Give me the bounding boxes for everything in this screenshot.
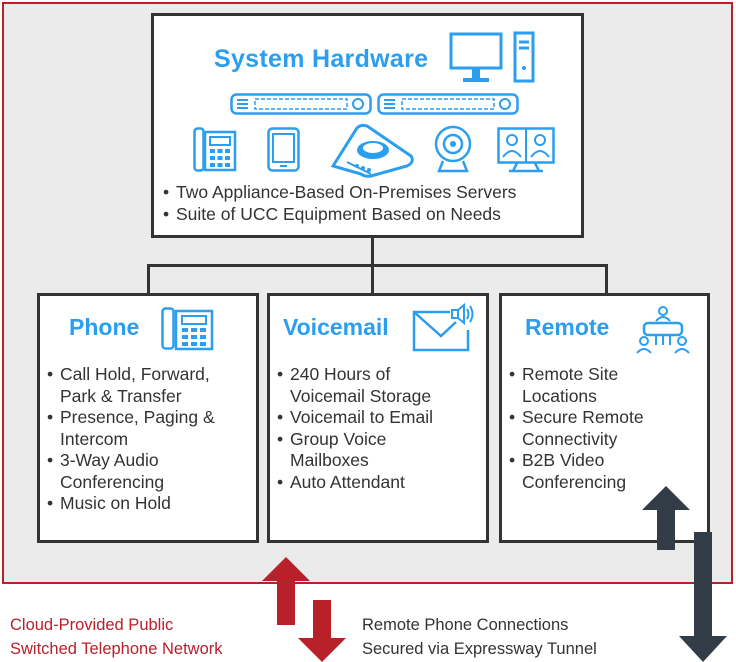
- list-item: Call Hold, Forward,Park & Transfer: [47, 364, 257, 407]
- phone-panel: Phone Call Hold, Forward,Park & Transfer…: [37, 293, 259, 543]
- monitor-icon: [449, 32, 503, 82]
- pstn-caption: Cloud-Provided Public Switched Telephone…: [10, 616, 223, 658]
- remote-connections-caption: Remote Phone Connections Secured via Exp…: [362, 616, 597, 658]
- remote-title: Remote: [525, 314, 610, 340]
- desk-phone-icon: [193, 127, 237, 172]
- list-item: Presence, Paging &Intercom: [47, 407, 257, 450]
- pstn-up-arrow: [262, 557, 310, 625]
- tunnel-up-arrow: [642, 486, 690, 550]
- list-item: Auto Attendant: [277, 472, 487, 494]
- list-item: Voicemail to Email: [277, 407, 487, 429]
- voicemail-envelope-icon: [412, 302, 474, 352]
- video-conference-icon: [497, 127, 555, 173]
- connector-voicemail: [371, 264, 374, 294]
- tunnel-down-arrow: [679, 532, 727, 662]
- connector-phone: [147, 264, 150, 294]
- list-item: Music on Hold: [47, 493, 257, 515]
- server-icon: [230, 93, 372, 115]
- system-hardware-bullets: Two Appliance-Based On-Premises Servers …: [163, 182, 516, 225]
- remote-users-icon: [636, 306, 690, 354]
- tower-icon: [513, 31, 535, 83]
- phone-bullets: Call Hold, Forward,Park & Transfer Prese…: [47, 364, 257, 515]
- pstn-down-arrow: [298, 600, 346, 662]
- server-icon: [377, 93, 519, 115]
- webcam-icon: [434, 125, 472, 173]
- phone-title: Phone: [69, 314, 140, 340]
- system-hardware-title: System Hardware: [214, 45, 429, 73]
- desk-phone-icon: [161, 307, 214, 351]
- list-item: Two Appliance-Based On-Premises Servers: [163, 182, 516, 204]
- connector-remote: [605, 264, 608, 294]
- connector-trunk: [371, 236, 374, 266]
- conference-phone-icon: [330, 123, 414, 178]
- voicemail-title: Voicemail: [283, 314, 389, 340]
- connector-bus: [147, 264, 608, 267]
- list-item: Suite of UCC Equipment Based on Needs: [163, 204, 516, 226]
- tablet-icon: [267, 127, 300, 172]
- system-hardware-panel: System Hardware: [151, 13, 584, 238]
